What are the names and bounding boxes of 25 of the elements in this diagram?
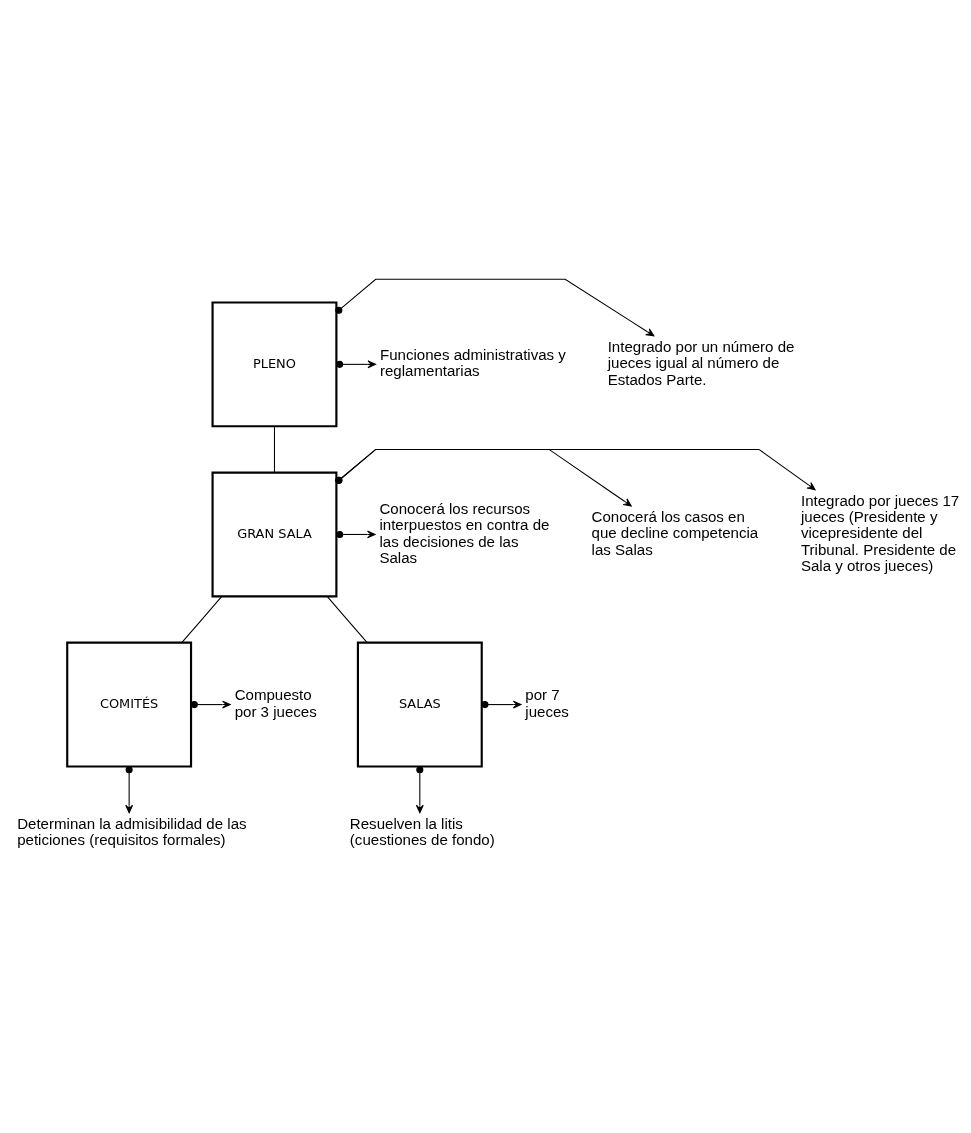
node-box: COMITÉS <box>66 641 193 768</box>
arrow <box>335 448 632 507</box>
connector <box>326 596 368 643</box>
connector <box>273 426 276 473</box>
node-text: Integrado por un número de jueces igual al número de Estados Parte. <box>607 338 795 388</box>
arrow <box>481 700 522 709</box>
node-text: Conocerá los casos en que decline competencia las Salas <box>591 508 759 558</box>
node-text: Conocerá los recursos interpuestos en contra de las decisiones de las Salas <box>379 500 550 566</box>
arrow <box>335 448 816 491</box>
arrow <box>336 530 376 539</box>
arrow <box>415 766 424 814</box>
node-text: Compuesto por 3 jueces <box>234 686 317 720</box>
connector <box>181 596 223 643</box>
node-box: GRAN SALA <box>211 471 338 598</box>
node-text: Integrado por jueces 17 jueces (Presidente y vicepresidente del Tribunal. Presidente de Sala y otros jueces) <box>800 492 960 574</box>
node-text: Resuelven la litis (cuestiones de fondo) <box>349 815 495 849</box>
node-text: por 7 jueces <box>525 686 569 720</box>
node-text: Funciones administrativas y reglamentarias <box>379 346 566 380</box>
arrow <box>336 360 377 369</box>
node-box: SALAS <box>356 641 483 768</box>
node-text: Determinan la admisibilidad de las peticiones (requisitos formales) <box>17 815 247 849</box>
node-box: PLENO <box>211 301 338 428</box>
arrow <box>190 700 231 709</box>
arrow <box>335 278 655 337</box>
arrow <box>125 766 134 814</box>
